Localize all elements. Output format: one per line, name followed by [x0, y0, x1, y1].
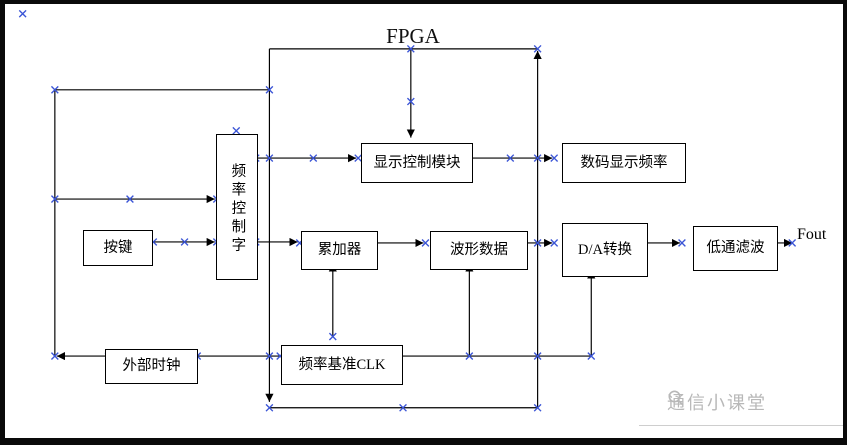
block-da-converter: D/A转换	[562, 223, 648, 277]
block-frequency-control-word: 频率控制字	[216, 134, 258, 280]
magnifier-icon	[668, 390, 684, 406]
connector-layer	[18, 9, 797, 412]
block-display-control-module: 显示控制模块	[361, 143, 473, 183]
diagram-title: FPGA	[386, 24, 440, 48]
wires	[54, 48, 793, 361]
block-accumulator: 累加器	[301, 231, 378, 270]
watermark-text: 通信小课堂	[667, 393, 767, 413]
block-digital-frequency-display: 数码显示频率	[562, 143, 686, 183]
fpga-boundary	[265, 48, 542, 409]
watermark-underline	[639, 425, 843, 426]
watermark: 通信小课堂	[667, 389, 767, 415]
block-waveform-data: 波形数据	[430, 231, 528, 270]
block-frequency-reference-clk: 频率基准CLK	[281, 345, 403, 385]
block-external-clock: 外部时钟	[105, 349, 198, 384]
block-keys: 按键	[83, 230, 153, 266]
output-label: Fout	[797, 226, 827, 243]
block-lowpass-filter: 低通滤波	[693, 226, 778, 271]
